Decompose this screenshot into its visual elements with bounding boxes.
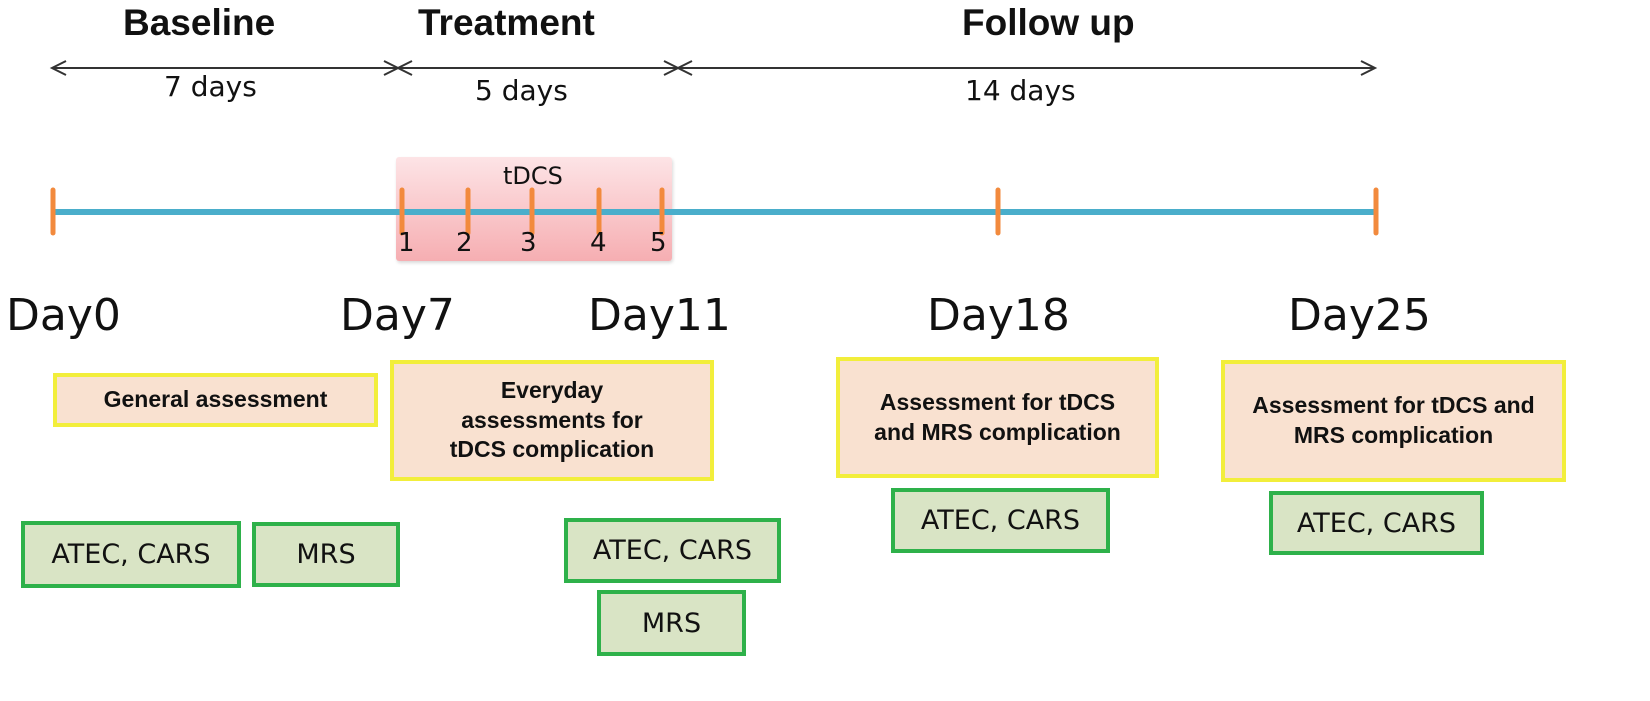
day-label-11: Day11 xyxy=(588,290,731,341)
measure-text-day11-mrs: MRS xyxy=(641,607,702,639)
assessment-text-day25: Assessment for tDCS and MRS complication xyxy=(1252,392,1535,448)
day-label-18: Day18 xyxy=(927,290,1070,341)
baseline-duration-label: 7 days xyxy=(164,70,257,103)
measure-box-day0-atec-cars: ATEC, CARS xyxy=(21,521,241,588)
assessment-text-day0: General assessment xyxy=(103,386,328,413)
day-label-7: Day7 xyxy=(340,290,455,341)
day-label-25: Day25 xyxy=(1288,290,1431,341)
measure-text-day18-atec-cars: ATEC, CARS xyxy=(920,505,1081,536)
session-number-2: 2 xyxy=(456,228,473,258)
timeline xyxy=(50,187,1379,236)
measure-box-day0-mrs: MRS xyxy=(252,522,400,587)
measure-box-day18-atec-cars: ATEC, CARS xyxy=(891,488,1110,553)
assessment-box-day0: General assessment xyxy=(53,373,378,427)
measure-text-day0-mrs: MRS xyxy=(296,539,356,570)
session-number-4: 4 xyxy=(590,228,607,258)
session-number-3: 3 xyxy=(520,228,537,258)
assessment-box-day25: Assessment for tDCS and MRS complication xyxy=(1221,360,1566,482)
assessment-box-day7-11: Everyday assessments for tDCS complicati… xyxy=(390,360,714,481)
tdcs-label: tDCS xyxy=(503,162,563,190)
assessment-text-day7-11: Everyday assessments for tDCS complicati… xyxy=(449,376,655,463)
assessment-box-day18: Assessment for tDCS and MRS complication xyxy=(836,357,1159,478)
session-number-1: 1 xyxy=(398,228,415,258)
measure-box-day11-mrs: MRS xyxy=(597,590,746,656)
phase-title-treatment: Treatment xyxy=(418,2,595,43)
measure-box-day11-atec-cars: ATEC, CARS xyxy=(564,518,781,583)
day-label-0: Day0 xyxy=(6,290,121,341)
measure-text-day11-atec-cars: ATEC, CARS xyxy=(592,535,753,566)
measure-text-day0-atec-cars: ATEC, CARS xyxy=(51,539,211,570)
phase-title-baseline: Baseline xyxy=(123,2,276,43)
duration-arrows xyxy=(49,60,1378,76)
measure-box-day25-atec-cars: ATEC, CARS xyxy=(1269,491,1484,555)
treatment-duration-label: 5 days xyxy=(475,74,568,107)
session-number-5: 5 xyxy=(650,228,667,258)
assessment-text-day18: Assessment for tDCS and MRS complication xyxy=(874,388,1121,445)
phase-title-followup: Follow up xyxy=(962,2,1135,43)
measure-text-day25-atec-cars: ATEC, CARS xyxy=(1296,507,1457,539)
followup-duration-label: 14 days xyxy=(965,74,1076,107)
